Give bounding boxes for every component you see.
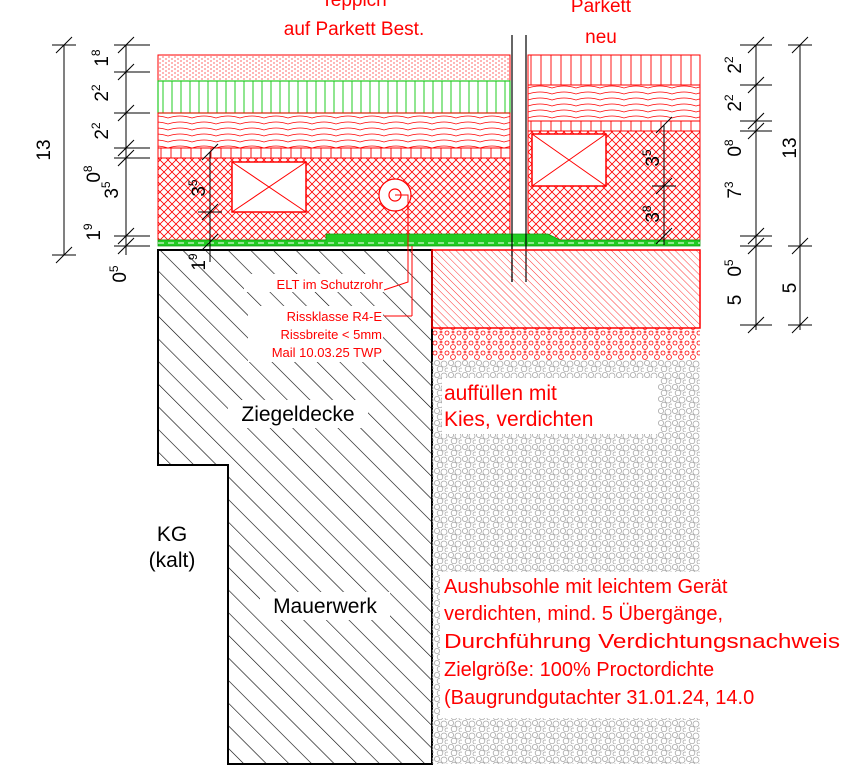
dim-left-total: [52, 36, 76, 264]
dim-inner-left-19: 19: [186, 253, 210, 271]
concrete-slab-new: [431, 249, 701, 329]
label-kies-line1: auffüllen mit: [444, 382, 557, 405]
layer-carpet: [157, 54, 511, 82]
leader-lines: [383, 194, 413, 317]
dim-right-total: [788, 36, 812, 334]
dim-right-chain: [740, 36, 772, 334]
dim-right-total-bottom: 5: [780, 283, 801, 294]
dim-right-5: 05: [722, 259, 746, 277]
batten-right: [531, 133, 607, 187]
dim-inner-right-35: 35: [640, 149, 664, 167]
label-teppich-line1: Teppich: [321, 0, 387, 11]
batten-left: [231, 161, 307, 213]
dim-inner-right-38: 38: [640, 205, 664, 223]
label-aushub-line2: verdichten, mind. 5 Übergänge,: [444, 603, 723, 625]
dim-inner-left-35: 35: [186, 179, 210, 197]
label-aushub-line5: (Baugrundgutachter 31.01.24, 14.0: [444, 687, 754, 709]
dim-left-1: 18: [89, 49, 113, 67]
label-aushub-line1: Aushubsohle mit leichtem Gerät: [444, 576, 728, 598]
layer-wood-left: [157, 112, 511, 149]
dim-right-total-top: 13: [780, 137, 801, 158]
dim-inner-right: [652, 116, 676, 245]
dim-left-6: 19: [81, 223, 105, 241]
label-parkett-line1: Parkett: [571, 0, 632, 17]
label-riss-line1: Rissklasse R4-E: [287, 309, 383, 324]
dim-left-4: 08: [81, 165, 105, 183]
dim-right-2: 22: [722, 94, 746, 112]
label-ziegeldecke: Ziegeldecke: [241, 403, 354, 426]
dim-left-5: 35: [99, 181, 123, 199]
layer-wood-right: [527, 84, 701, 122]
layer-fill-left: [157, 157, 511, 241]
dim-right-4: 73: [722, 181, 746, 199]
layer-thin-left: [157, 147, 511, 159]
dim-left-7: 05: [107, 265, 131, 283]
label-kies-line2: Kies, verdichten: [444, 408, 593, 431]
layer-green-battens: [157, 80, 511, 114]
dim-left-3: 22: [89, 122, 113, 140]
layer-parkett-new-top: [527, 54, 701, 86]
dim-right-1: 22: [722, 56, 746, 74]
gravel-red-strip: [432, 328, 700, 360]
label-riss-line2: Rissbreite < 5mm: [281, 327, 383, 342]
label-mauerwerk: Mauerwerk: [273, 595, 377, 618]
dim-left-chain: [114, 36, 150, 255]
label-teppich-line2: auf Parkett Best.: [284, 19, 424, 40]
dim-right-3: 08: [722, 139, 746, 157]
dim-left-2: 22: [89, 84, 113, 102]
label-parkett-line2: neu: [585, 27, 617, 48]
label-elt: ELT im Schutzrohr: [277, 277, 384, 292]
dim-inner-left: [198, 143, 222, 262]
label-kg-line2: (kalt): [149, 549, 196, 572]
dim-right-6: 5: [725, 295, 746, 306]
dim-left-total-text: 13: [34, 139, 55, 160]
label-riss-line3: Mail 10.03.25 TWP: [272, 345, 382, 360]
layer-thin-right: [527, 120, 701, 132]
label-aushub-line3: Durchführung Verdichtungsnachweis: [444, 631, 840, 653]
label-aushub-line4: Zielgröße: 100% Proctordichte: [444, 659, 714, 681]
label-kg-line1: KG: [157, 523, 187, 546]
